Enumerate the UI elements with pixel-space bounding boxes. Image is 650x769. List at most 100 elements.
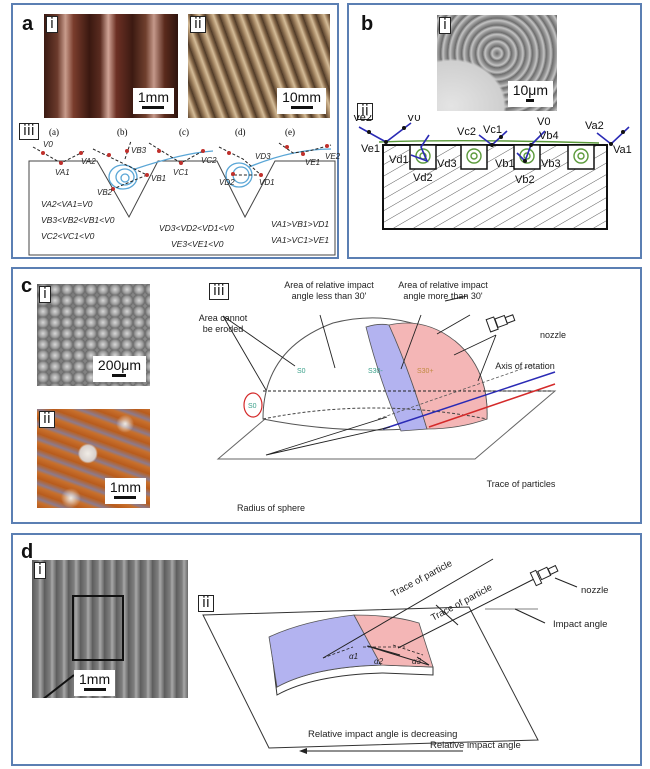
angle-dashes [322, 644, 424, 659]
leader-lines [222, 295, 497, 456]
label-s30-minus: S30- [368, 368, 383, 375]
label-vd2: VD2 [219, 178, 235, 187]
label-decreasing: Relative impact angle is decreasing [308, 729, 457, 740]
axis-of-rotation [377, 364, 534, 420]
red-trace [428, 383, 556, 428]
label-nozzle: nozzle [581, 585, 608, 596]
label-nozzle: nozzle [540, 330, 566, 340]
velocity-nodes [367, 126, 625, 163]
case-label: (c) [179, 127, 189, 137]
scale-bar [290, 106, 313, 109]
groove-profile [28, 160, 336, 256]
panel-c-ii-photo: ii 1mm [37, 409, 150, 508]
scale-bar [142, 106, 165, 109]
panel-d-ii-tag: ii [198, 595, 214, 612]
panel-b-i-photo: i 10μm [437, 15, 557, 111]
label-s0: S0 [248, 403, 257, 410]
case-label: (a) [49, 127, 59, 137]
region-labels: S0 S0 S30- S30+ [248, 368, 434, 410]
velocity-labels: Ve2 V0 Ve1 Vd1 Vd2 Vd3 Vc2 Vc1 V0 Vb1 Vb… [353, 115, 632, 186]
panel-d-ii-diagram: Trace of particle Trace of particle nozz… [202, 558, 608, 754]
label-va1: VA1 [55, 168, 70, 177]
label-va2: VA2 [81, 157, 96, 166]
panel-a-label: a [22, 13, 34, 35]
label-vd3: VD3 [255, 152, 271, 161]
panel-b-i-scalebar: 10μm [507, 81, 553, 107]
angle-labels: α1 α2 α3 [349, 652, 422, 666]
scale-bar [83, 688, 106, 691]
label-vc2: VC2 [201, 156, 217, 165]
label-vd3: Vd3 [437, 158, 457, 170]
panel-a-ii-photo: ii 10mm [188, 14, 330, 118]
label-vd1: Vd1 [389, 154, 409, 166]
label-alpha-1: α1 [349, 652, 358, 661]
panel-c-ii-tag: ii [39, 411, 55, 428]
blue-trace [382, 371, 556, 430]
label-trace-of-particles: Trace of particles [487, 479, 556, 489]
panel-a-iii-diagram: (a) (b) (c) (d) (e) [28, 127, 341, 256]
panel-c: c i 200μm ii 1mm iii S0 S0 S30- S30+ [11, 267, 642, 524]
relation: VA2<VA1=V0 [41, 199, 93, 209]
label-alpha-3: α3 [412, 657, 422, 666]
label-vb3: Vb3 [541, 158, 561, 170]
label-s30-plus: S30+ [417, 368, 434, 375]
label-alpha-2: α2 [374, 657, 384, 666]
vortex-b [108, 150, 214, 190]
panel-b-ii-tag: ii [357, 103, 373, 120]
panel-c-i-tag: i [39, 286, 51, 303]
s0-highlight [243, 392, 263, 418]
panel-c-i-scalebar: 200μm [92, 356, 146, 382]
velocity-relations: VA2<VA1=V0 VB3<VB2<VB1<V0 VC2<VC1<V0 VD3… [41, 199, 329, 249]
panel-b: b i 10μm ii [347, 3, 642, 259]
label-vb2: Vb2 [515, 174, 535, 186]
label-v0: V0 [537, 116, 550, 128]
panel-b-ii-diagram: Ve2 V0 Ve1 Vd1 Vd2 Vd3 Vc2 Vc1 V0 Vb1 Vb… [353, 115, 632, 230]
panel-a: a i 1mm ii 10mm iii (a) (b) (c) (d) (e) [11, 3, 341, 259]
panel-d: d i 1mm ii Tr [11, 533, 642, 766]
panel-d-i-tag: i [34, 562, 46, 579]
inset-box [72, 595, 124, 661]
inset-leader [32, 674, 75, 698]
relation: VE3<VE1<V0 [171, 239, 224, 249]
trace-of-particle-1 [322, 558, 494, 659]
panel-c-label: c [21, 275, 33, 297]
case-label: (b) [117, 127, 128, 137]
decreasing-arrow [299, 748, 463, 754]
relation: VB3<VB2<VB1<V0 [41, 215, 115, 225]
scale-text: 1mm [137, 89, 169, 105]
label-vd2: Vd2 [413, 172, 433, 184]
relation: VD3<VD2<VD1<V0 [159, 223, 234, 233]
panel-a-iii-tag: iii [19, 123, 39, 140]
panel-a-i-scalebar: 1mm [132, 88, 174, 114]
panel-a-i-tag: i [46, 16, 58, 33]
label-vc1: Vc1 [483, 124, 502, 136]
scale-text: 1mm [109, 479, 141, 495]
panel-b-label: b [361, 13, 374, 35]
relation: VA1>VB1>VD1 [271, 219, 329, 229]
panel-a-i-photo: i 1mm [44, 14, 178, 118]
nozzle-icon [485, 314, 516, 333]
label-ve2: VE2 [325, 152, 341, 161]
panel-c-ii-scalebar: 1mm [104, 478, 146, 504]
label-vb2: VB2 [97, 188, 113, 197]
label-arrows [514, 577, 578, 624]
label-ve1: Ve1 [361, 143, 380, 155]
label-vd1: VD1 [259, 178, 275, 187]
label-vb4: Vb4 [539, 130, 559, 142]
label-relative-impact-angle: Relative impact angle [430, 740, 521, 751]
panel-d-i-photo: i 1mm [32, 560, 188, 698]
panel-b-i-tag: i [439, 17, 451, 34]
scale-text: 200μm [97, 357, 141, 373]
panel-d-i-scalebar: 1mm [74, 670, 116, 696]
label-trace-2: Trace of particle [429, 582, 494, 624]
panel-a-ii-tag: ii [190, 16, 206, 33]
scale-bar [112, 374, 127, 377]
base-plane [202, 606, 539, 749]
label-radius-of-sphere: Radius of sphere [237, 503, 305, 513]
scale-text: 10μm [512, 82, 548, 98]
label-ve2: Ve2 [353, 115, 372, 124]
dome-base-ellipse [262, 407, 488, 420]
panel-d-label: d [21, 541, 34, 563]
